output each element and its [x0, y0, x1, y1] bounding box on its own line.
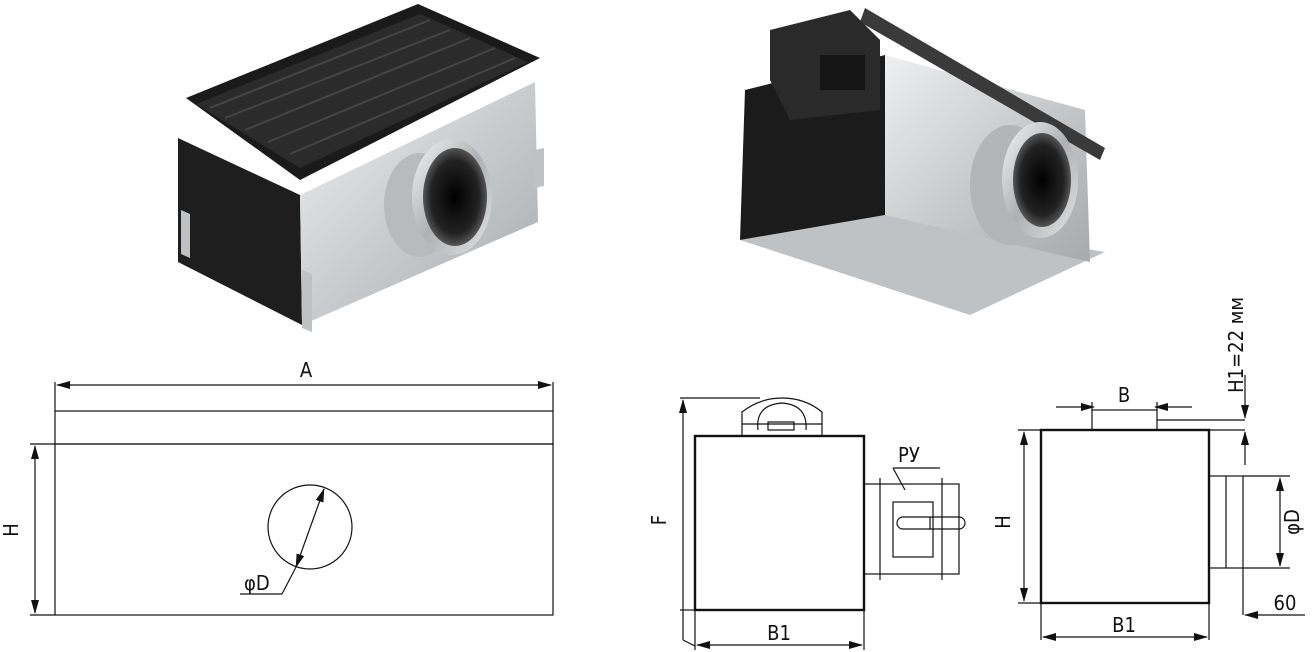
side-body	[693, 434, 866, 612]
side-spigot	[863, 478, 966, 580]
label-h1: H1=22 мм	[1224, 297, 1248, 393]
label-py: РУ	[898, 443, 920, 467]
label-f: F	[647, 515, 671, 525]
label-b1-side: B1	[767, 621, 791, 645]
spigot-back	[970, 122, 1078, 245]
front-view-drawing: A H φD	[0, 358, 554, 616]
label-a: A	[300, 358, 313, 382]
product-render-back	[740, 8, 1105, 315]
label-60: 60	[1274, 591, 1297, 615]
back-view-drawing: B H1=22 мм H φD 60 B1	[991, 297, 1305, 641]
label-phi-d-front: φD	[244, 571, 270, 595]
label-h-back: H	[991, 515, 1015, 529]
label-h-front: H	[0, 523, 23, 537]
label-b: B	[1118, 383, 1130, 407]
side-view-drawing: F B1 РУ	[647, 397, 966, 650]
label-phi-d-back: φD	[1280, 509, 1304, 535]
damper-actuator	[741, 397, 823, 437]
label-b1-back: B1	[1112, 613, 1136, 637]
spigot-front	[384, 139, 492, 257]
product-render-front	[178, 4, 544, 332]
spigot-circle-front	[267, 484, 353, 570]
back-body	[1039, 428, 1211, 605]
